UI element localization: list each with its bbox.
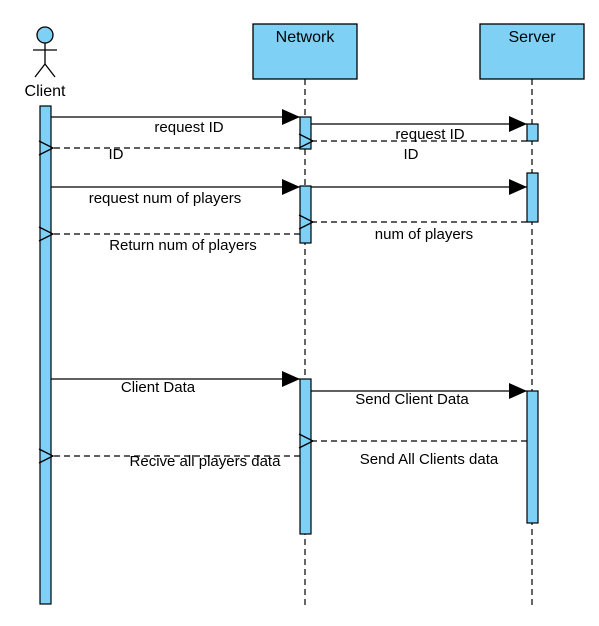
network-participant[interactable]: Network [252, 23, 358, 80]
message-client-data[interactable]: Client Data [51, 371, 300, 396]
network-activation-1 [299, 116, 312, 150]
server-activation-2 [526, 172, 539, 223]
client-activation [39, 105, 52, 605]
actor-right-leg [44, 63, 56, 78]
message-request-num-players[interactable]: request num of players [51, 179, 300, 207]
return-num-players-to-client[interactable]: Return num of players [38, 226, 300, 254]
return-label: Recive all players data [130, 453, 282, 470]
server-label: Server [508, 29, 556, 46]
return-id-network-client[interactable]: ID [38, 140, 300, 163]
message-request-id-client-network[interactable]: request ID [51, 109, 300, 136]
return-recive-all-players-data[interactable]: Recive all players data [38, 448, 300, 470]
server-box [479, 23, 585, 80]
return-label: num of players [375, 226, 473, 243]
message-label: Client Data [121, 379, 196, 396]
return-id-server-network[interactable]: ID [298, 133, 527, 163]
server-participant[interactable]: Server [479, 23, 585, 80]
message-send-client-data[interactable]: Send Client Data [311, 383, 527, 408]
client-label: Client [25, 83, 66, 100]
return-label: ID [109, 146, 124, 163]
return-num-of-players[interactable]: num of players [298, 214, 527, 243]
network-box [252, 23, 358, 80]
actor-left-leg [34, 63, 46, 78]
actor-head-icon [36, 26, 54, 44]
return-label: ID [404, 146, 419, 163]
message-label: request ID [395, 126, 464, 143]
return-send-all-clients-data[interactable]: Send All Clients data [298, 433, 527, 468]
client-actor[interactable]: Client [25, 26, 66, 100]
network-activation-2 [299, 185, 312, 244]
return-label: Send All Clients data [360, 451, 499, 468]
message-label: Send Client Data [355, 391, 469, 408]
network-activation-3 [299, 378, 312, 535]
message-request-id-network-server[interactable]: request ID [311, 116, 527, 143]
message-label: request num of players [89, 190, 242, 207]
message-label: request ID [154, 119, 223, 136]
server-activation-1 [526, 123, 539, 142]
server-activation-3 [526, 390, 539, 524]
network-label: Network [276, 29, 336, 46]
return-label: Return num of players [109, 237, 257, 254]
